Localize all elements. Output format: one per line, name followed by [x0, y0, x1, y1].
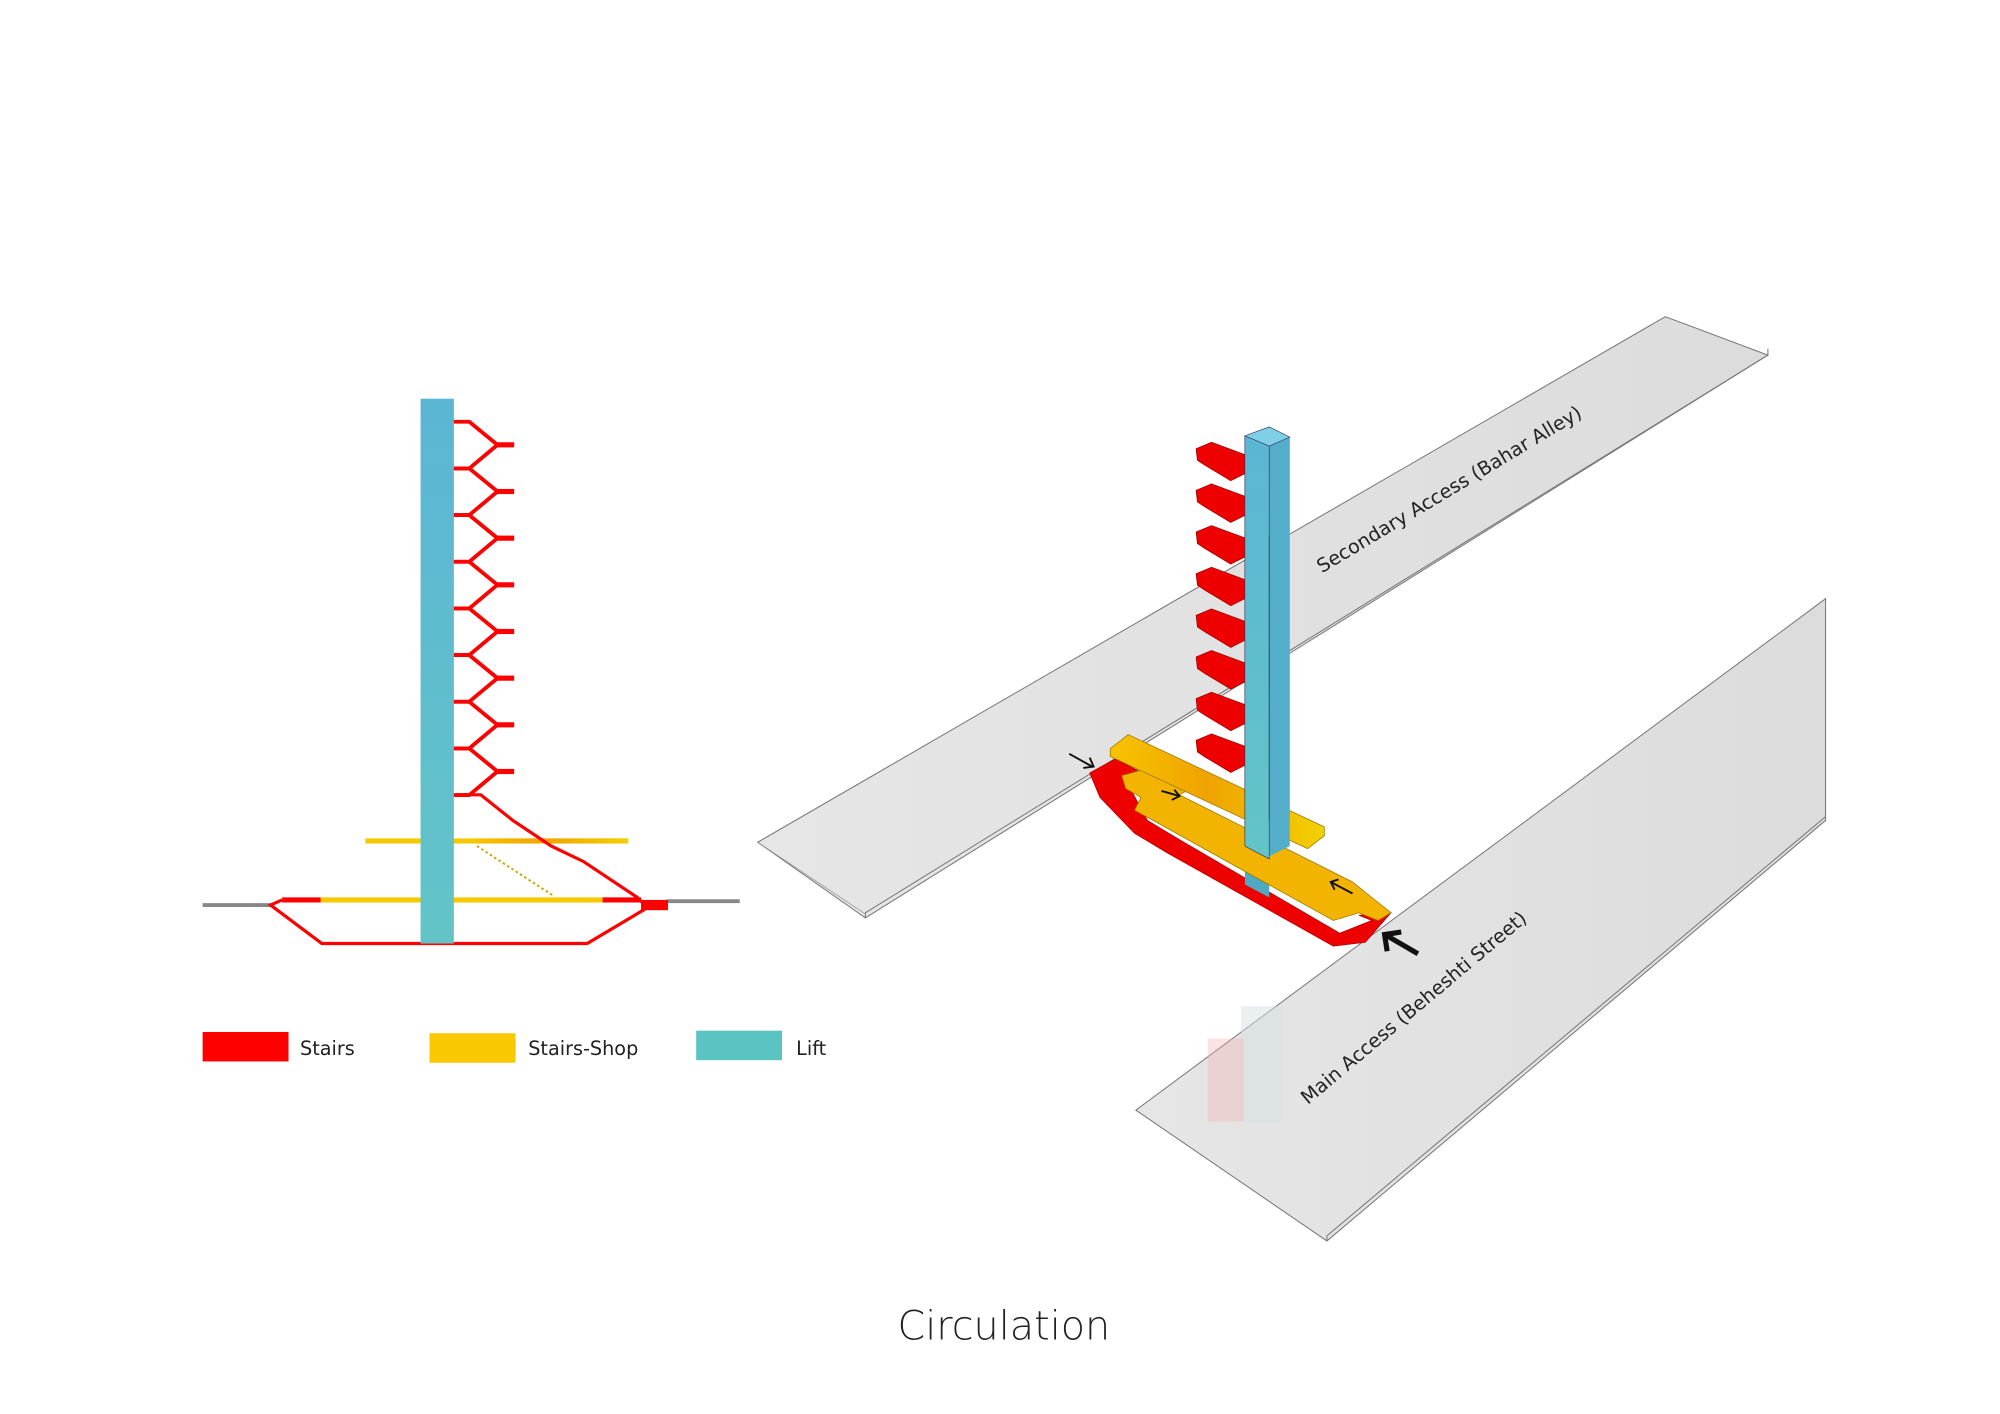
stair-landing: [494, 488, 515, 495]
stair-landing: [494, 628, 515, 635]
shop-level-lower: [320, 897, 606, 903]
shop-stair-dashed: [476, 845, 555, 897]
arrow-main-entry-icon: [1381, 929, 1420, 956]
stair-landing: [494, 535, 515, 541]
stair-flight-3d: [1195, 441, 1247, 482]
diagram-title: Circulation: [897, 1304, 1110, 1350]
stair-flight-3d: [1195, 691, 1247, 732]
legend-swatch-lift: [696, 1030, 783, 1061]
isometric-view: Secondary Access (Bahar Alley) Main Acce…: [756, 316, 1827, 1242]
stair-landing: [494, 582, 515, 588]
lift-shaft-3d: [1243, 426, 1291, 860]
stair-flight-3d: [1195, 733, 1247, 773]
stairs-lower-loop: [267, 793, 651, 946]
arrow-internal-icon: [1161, 789, 1181, 801]
legend-label-lift: Lift: [796, 1037, 826, 1060]
stair-flight-3d: [1195, 525, 1247, 565]
arrow-upper-icon: [1329, 878, 1353, 895]
legend-label-stairs-shop: Stairs-Shop: [528, 1037, 638, 1060]
stair-landing: [494, 722, 515, 728]
stair-flight-3d: [1195, 483, 1247, 523]
stair-flight-3d: [1195, 566, 1247, 607]
legend-swatch-stairs: [202, 1031, 289, 1062]
stair-landing: [494, 675, 515, 681]
lift-shaft-elevation: [420, 398, 454, 944]
stairs-landing-left: [282, 897, 321, 903]
stair-landing: [494, 442, 515, 448]
stairs-landing-right: [602, 897, 642, 903]
legend: Stairs Stairs-Shop Lift: [202, 1030, 827, 1063]
entrance-block: [641, 899, 668, 911]
stair-flight: [453, 746, 515, 797]
stairs-zigzag-3d: [1195, 441, 1247, 773]
legend-label-stairs: Stairs: [300, 1037, 355, 1060]
arrow-secondary-entry-icon: [1068, 752, 1095, 769]
main-access-road: Main Access (Beheshti Street): [1135, 597, 1827, 1242]
stair-flight-3d: [1195, 650, 1247, 690]
stairs-zigzag-elevation: [453, 419, 515, 797]
stair-flight-3d: [1195, 608, 1247, 648]
elevation-view: [202, 398, 740, 946]
stair-landing: [494, 768, 515, 775]
legend-swatch-stairs-shop: [429, 1033, 516, 1063]
